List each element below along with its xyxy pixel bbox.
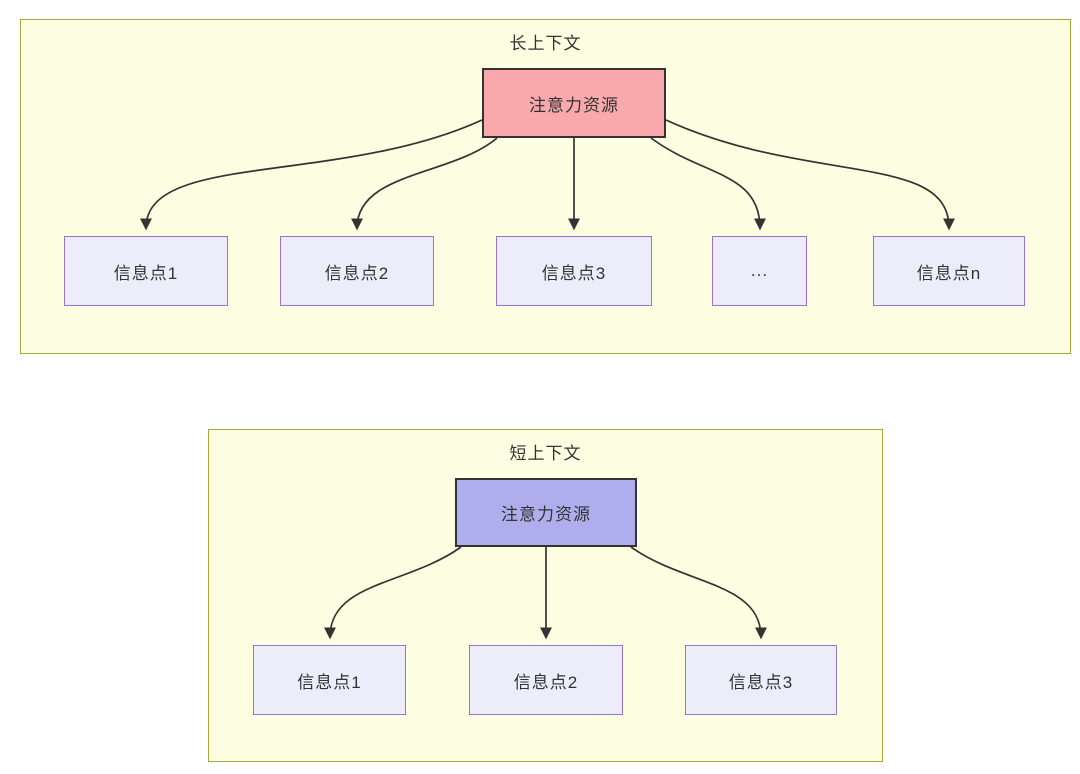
short-attention-resource-node: 注意力资源 (455, 478, 637, 547)
long-info-label-3: 信息点3 (541, 263, 607, 283)
short-info-label-2: 信息点2 (513, 672, 579, 692)
long-info-label-ellipsis: ... (750, 261, 769, 280)
long-info-label-2: 信息点2 (324, 263, 390, 283)
short-info-node-2: 信息点2 (469, 645, 623, 715)
long-info-node-1: 信息点1 (64, 236, 228, 306)
long-attention-resource-label: 注意力资源 (529, 95, 619, 115)
long-info-node-ellipsis: ... (712, 236, 807, 306)
long-info-node-2: 信息点2 (280, 236, 434, 306)
short-info-label-3: 信息点3 (728, 672, 794, 692)
long-info-node-n: 信息点n (873, 236, 1025, 306)
long-attention-resource-node: 注意力资源 (482, 68, 666, 138)
short-context-title: 短上下文 (509, 444, 582, 463)
short-info-node-3: 信息点3 (685, 645, 837, 715)
short-info-node-1: 信息点1 (253, 645, 406, 715)
long-context-title: 长上下文 (509, 34, 582, 53)
short-info-label-1: 信息点1 (297, 672, 362, 692)
long-info-label-1: 信息点1 (113, 263, 179, 283)
short-attention-resource-label: 注意力资源 (501, 505, 591, 524)
long-info-node-3: 信息点3 (496, 236, 652, 306)
long-info-label-n: 信息点n (916, 263, 982, 283)
